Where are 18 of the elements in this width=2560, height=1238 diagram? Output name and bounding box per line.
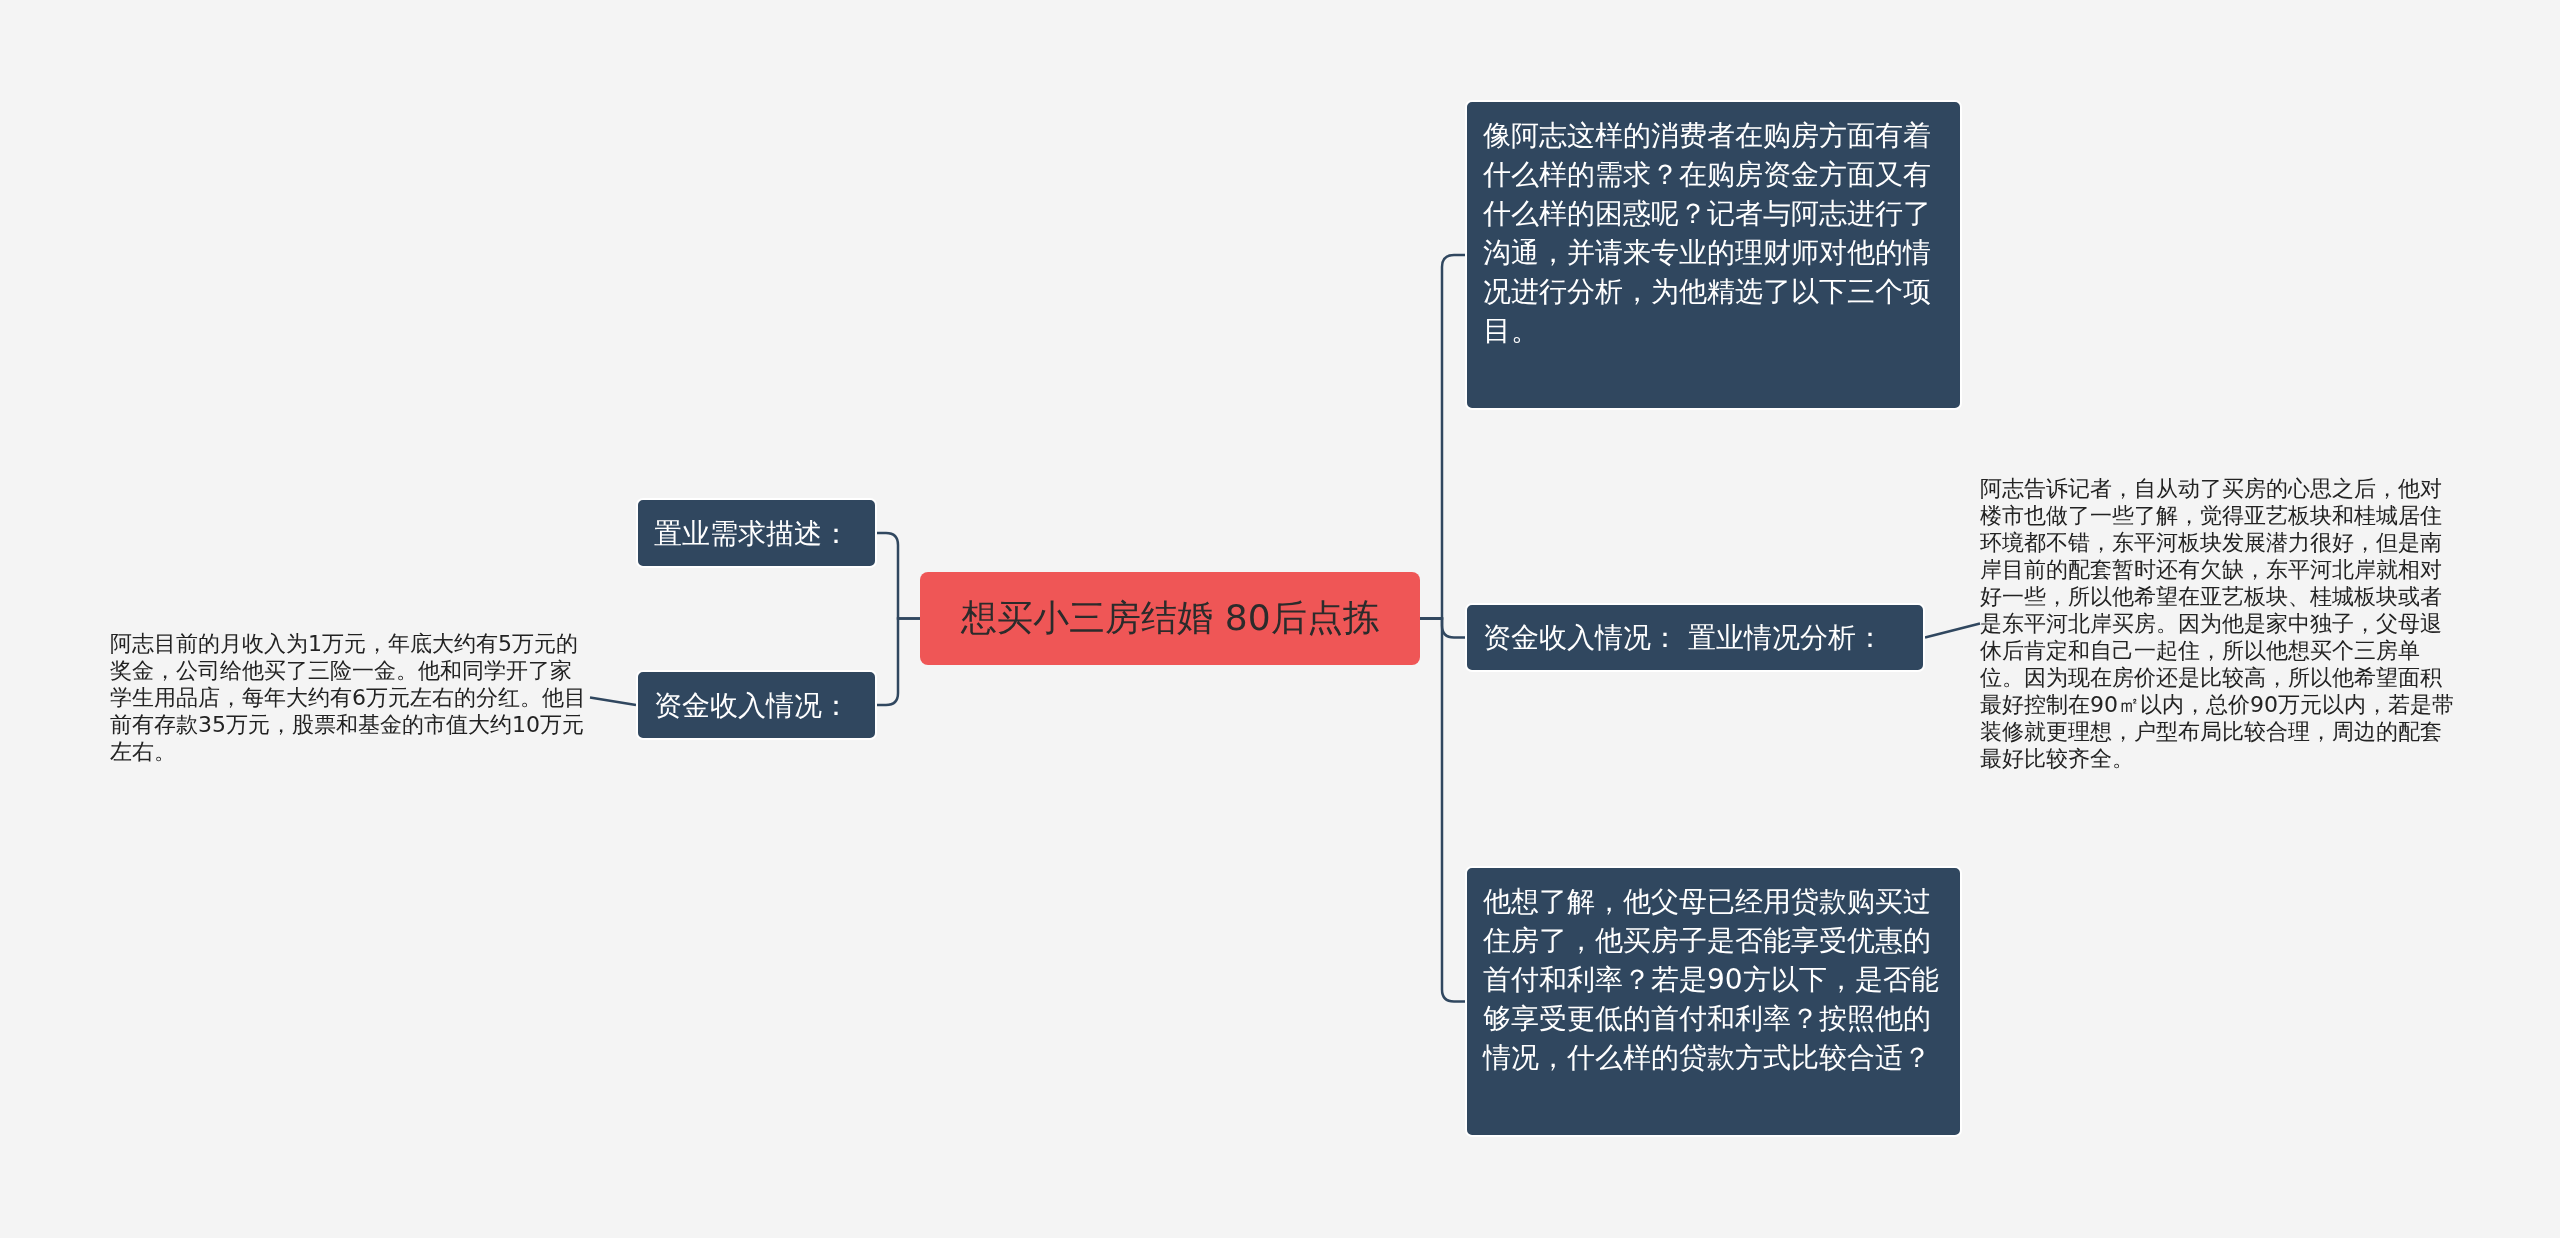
topic-box [636, 670, 877, 740]
connector-line [1924, 622, 1981, 639]
topic-box [1465, 100, 1962, 410]
topic-box [1465, 866, 1962, 1137]
note-text: 阿志目前的月收入为1万元，年底大约有5万元的奖金，公司给他买了三险一金。他和同学开了家学生用品店，每年大约有6万元左右的分红。他目前有存款35万元，股票和基金的市值大约10万元左右。 [110, 630, 587, 765]
topic-box [636, 498, 877, 568]
connector-line [589, 696, 637, 707]
connector-line [1420, 617, 1465, 1003]
topic-box [1465, 603, 1925, 672]
topic-text: 资金收入情况： [654, 687, 850, 724]
topic-text: 资金收入情况： 置业情况分析： [1483, 620, 1884, 656]
topic-text: 他想了解，他父母已经用贷款购买过住房了，他买房子是否能享受优惠的首付和利率？若是90方以下，是否能够享受更低的首付和利率？按照他的情况，什么样的贷款方式比较合适？ [1483, 884, 1940, 1076]
topic-text: 像阿志这样的消费者在购房方面有着什么样的需求？在购房资金方面又有什么样的困惑呢？记者与阿志进行了沟通，并请来专业的理财师对他的情况进行分析，为他精选了以下三个项目。 [1483, 118, 1932, 349]
topic-text: 置业需求描述： [654, 515, 850, 552]
topic-text: 想买小三房结婚 80后点拣 [961, 596, 1379, 640]
central-topic-box [920, 572, 1420, 665]
note-text: 阿志告诉记者，自从动了买房的心思之后，他对楼市也做了一些了解，觉得亚艺板块和桂城居住环境都不错，东平河板块发展潜力很好，但是南岸目前的配套暂时还有欠缺，东平河北岸就相对好一些，所以他希望在亚艺板块、桂城板块或者是东平河北岸买房。因为他是家中独子，父母退休后肯定和自己一起住，所以他想买个三房单位。因为现在房价还是比较高，所以他希望面积最好控制在90㎡以内，总价90万元以内，若是带装修就更理想，户型布局比较合理，周边的配套最好比较齐全。 [1980, 475, 2455, 772]
connector-line [877, 617, 920, 707]
